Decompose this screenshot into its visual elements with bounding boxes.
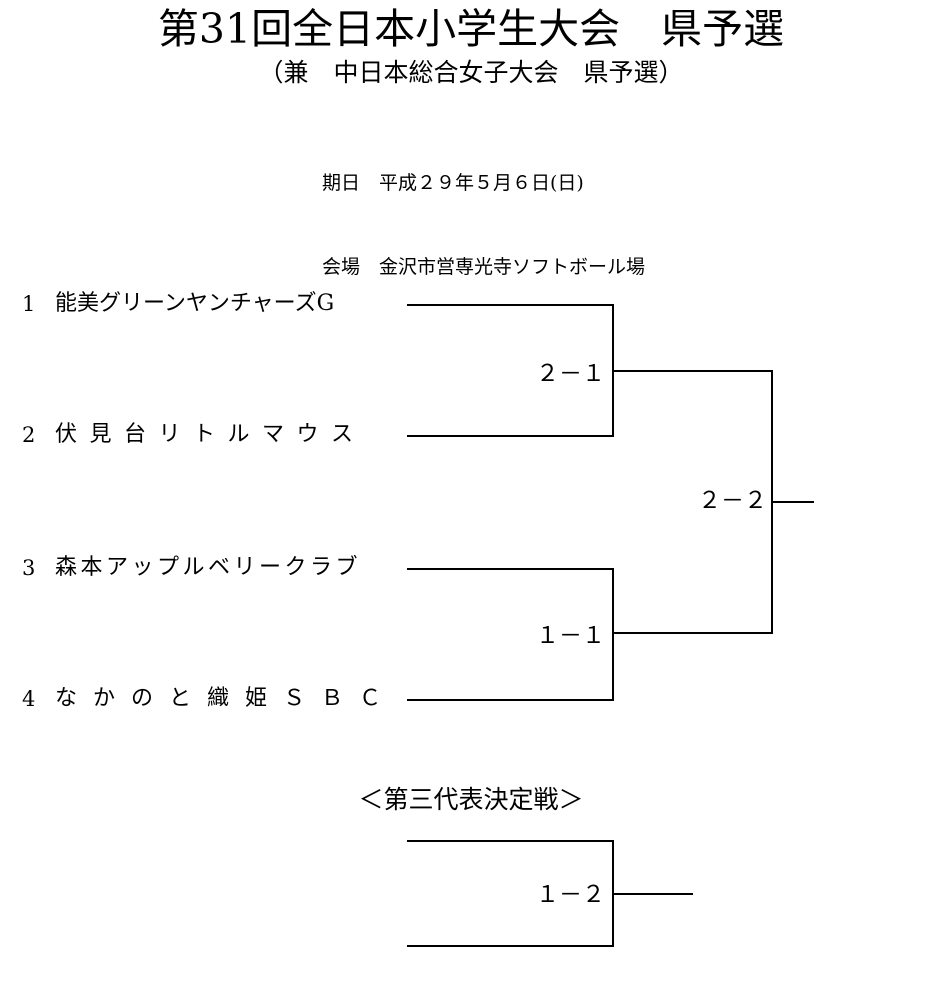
team-name-1: 能美グリーンヤンチャーズG (55, 291, 335, 316)
bracket-line-team-3 (407, 568, 613, 570)
score-final: ２－２ (698, 488, 767, 514)
bracket-line-team-4 (407, 699, 613, 701)
playoff-section-title: ＜第三代表決定戦＞ (358, 785, 584, 814)
score-semifinal-lower: １－１ (536, 623, 605, 649)
seed-number-1: 1 (22, 292, 36, 316)
playoff-line-winner (612, 893, 693, 895)
event-date: 期日 平成２９年５月６日(日) (322, 172, 584, 194)
score-semifinal-upper: ２－１ (536, 361, 605, 387)
team-name-2: 伏見台リトルマウス (55, 422, 366, 447)
seed-number-3: 3 (22, 556, 36, 580)
playoff-line-lower-slot (407, 945, 613, 947)
event-venue: 会場 金沢市営専光寺ソフトボール場 (322, 256, 646, 278)
bracket-connector-semifinal-lower (612, 568, 614, 701)
event-info: 期日 平成２９年５月６日(日) 会場 金沢市営専光寺ソフトボール場 (322, 113, 645, 309)
playoff-line-upper-slot (407, 840, 613, 842)
team-name-3: 森本アップルベリークラブ (55, 555, 362, 580)
bracket-line-champion (771, 501, 814, 503)
bracket-line-semifinal-lower-winner (612, 632, 773, 634)
bracket-line-team-1 (407, 304, 613, 306)
seed-number-2: 2 (22, 423, 36, 447)
page-subtitle: （兼 中日本総合女子大会 県予選） (258, 58, 684, 87)
page-title: 第31回全日本小学生大会 県予選 (157, 5, 785, 53)
seed-number-4: 4 (22, 687, 36, 711)
bracket-line-team-2 (407, 435, 613, 437)
team-name-4: なかのと織姫ＳＢＣ (55, 686, 398, 711)
bracket-line-semifinal-upper-winner (612, 370, 773, 372)
score-playoff: １－２ (536, 882, 605, 908)
